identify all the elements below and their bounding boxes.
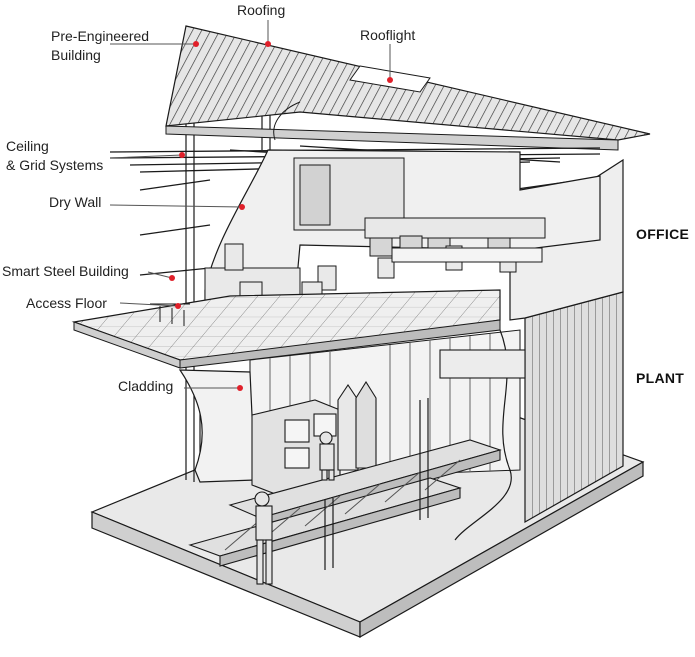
label-smart-steel-building: Smart Steel Building: [2, 263, 129, 279]
label-access-floor: Access Floor: [26, 295, 107, 311]
dot-dry-wall: [239, 204, 245, 210]
roof: [165, 25, 651, 151]
worker-figures: [254, 431, 335, 585]
plant-equipment: [251, 349, 526, 496]
label-cladding: Cladding: [118, 378, 174, 394]
office-dry-wall: [204, 149, 601, 301]
section-office: OFFICE: [636, 226, 690, 242]
dot-cladding: [237, 385, 243, 391]
label-rooflight: Rooflight: [360, 27, 416, 43]
label-dry-wall: Dry Wall: [49, 194, 102, 210]
label-pre-engineered-line1: Pre-Engineered: [51, 28, 150, 44]
dot-ceiling: [179, 152, 185, 158]
label-roofing: Roofing: [237, 2, 286, 18]
label-ceiling-grid-systems: Ceiling & Grid Systems: [6, 137, 103, 175]
leader-lines: [109, 20, 391, 389]
dot-pre-engineered: [193, 41, 199, 47]
dot-smart-steel: [169, 275, 175, 281]
dot-rooflight: [387, 77, 393, 83]
leader-dots: [169, 41, 393, 391]
plant-cladding-left: [178, 369, 256, 483]
label-ceiling-line2: & Grid Systems: [6, 157, 104, 173]
label-pre-engineered-line2: Building: [51, 47, 101, 63]
label-ceiling-line1: Ceiling: [6, 138, 49, 154]
dot-access-floor: [175, 303, 181, 309]
label-pre-engineered-building: Pre-Engineered Building: [51, 27, 149, 65]
plant-columns: [324, 398, 429, 570]
section-plant: PLANT: [636, 370, 685, 386]
dot-roofing: [265, 41, 271, 47]
